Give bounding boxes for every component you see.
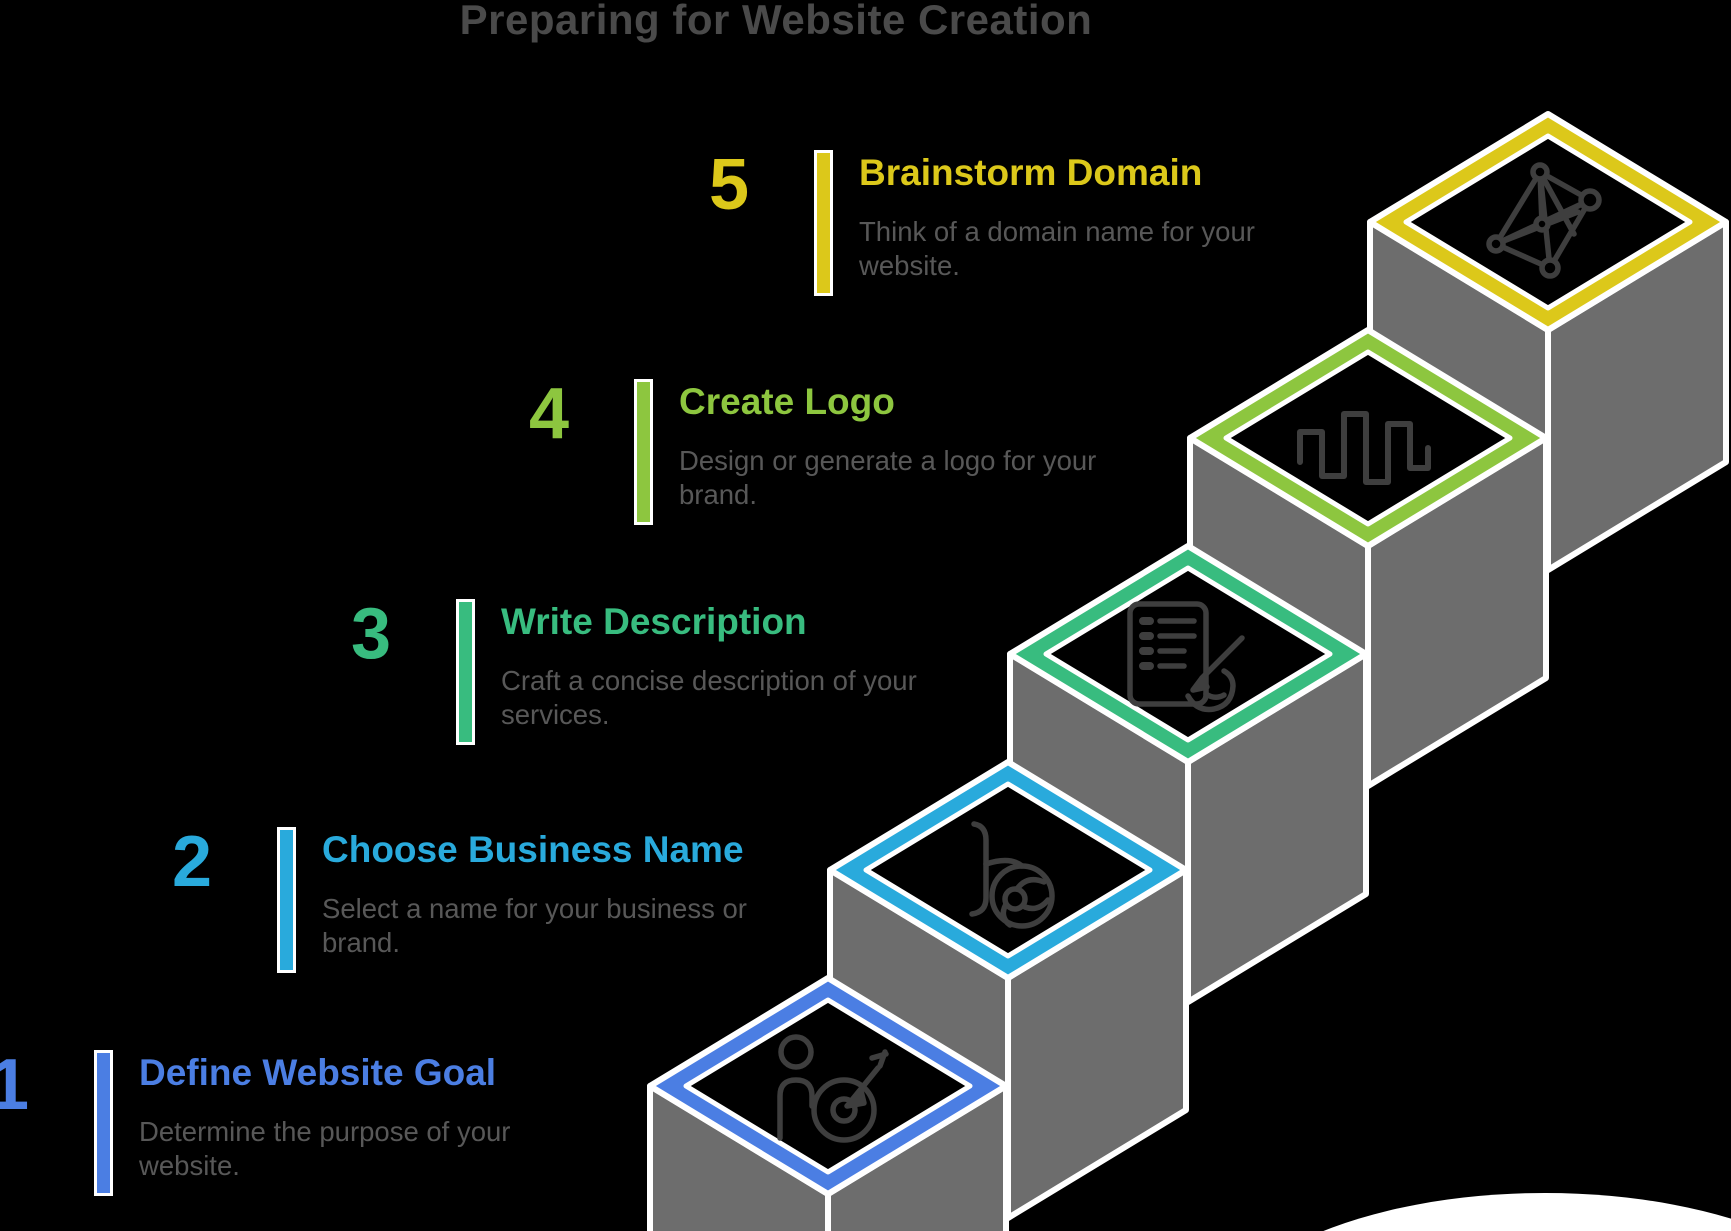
step-3-heading: Write Description xyxy=(501,601,807,642)
brand-letter-b-icon xyxy=(969,821,1055,929)
step-4-accent-bar xyxy=(634,379,653,525)
step-5-number: 5 xyxy=(708,145,749,225)
step-1-accent-bar xyxy=(94,1050,113,1196)
step-1-platform xyxy=(647,975,1009,1231)
step-2-heading: Choose Business Name xyxy=(322,829,744,870)
step-2-description: Select a name for your business or brand… xyxy=(322,893,747,958)
step-5-description: Think of a domain name for your website. xyxy=(859,216,1255,281)
step-1-number: 1 xyxy=(0,1045,29,1125)
step-4-number: 4 xyxy=(528,374,569,454)
step-1-description: Determine the purpose of your website. xyxy=(139,1116,511,1181)
step-3-accent-bar xyxy=(456,599,475,745)
step-5-heading: Brainstorm Domain xyxy=(859,152,1203,193)
waveform-logo-icon xyxy=(1297,411,1431,485)
decorative-white-shape xyxy=(1323,1193,1731,1231)
network-nodes-icon xyxy=(1486,162,1602,279)
step-4-heading: Create Logo xyxy=(679,381,895,422)
person-target-goal-icon xyxy=(777,1034,889,1143)
step-4-description: Design or generate a logo for your brand… xyxy=(679,445,1097,510)
step-2-number: 2 xyxy=(171,822,212,902)
step-3-inner-face xyxy=(1043,565,1333,743)
document-writing-hand-icon xyxy=(1127,601,1245,713)
step-1-heading: Define Website Goal xyxy=(139,1052,497,1093)
step-2-accent-bar xyxy=(277,827,296,973)
step-5-accent-bar xyxy=(814,150,833,296)
step-3-description: Craft a concise description of your serv… xyxy=(501,665,917,730)
step-3-number: 3 xyxy=(350,594,391,674)
page-title: Preparing for Website Creation xyxy=(459,0,1093,43)
